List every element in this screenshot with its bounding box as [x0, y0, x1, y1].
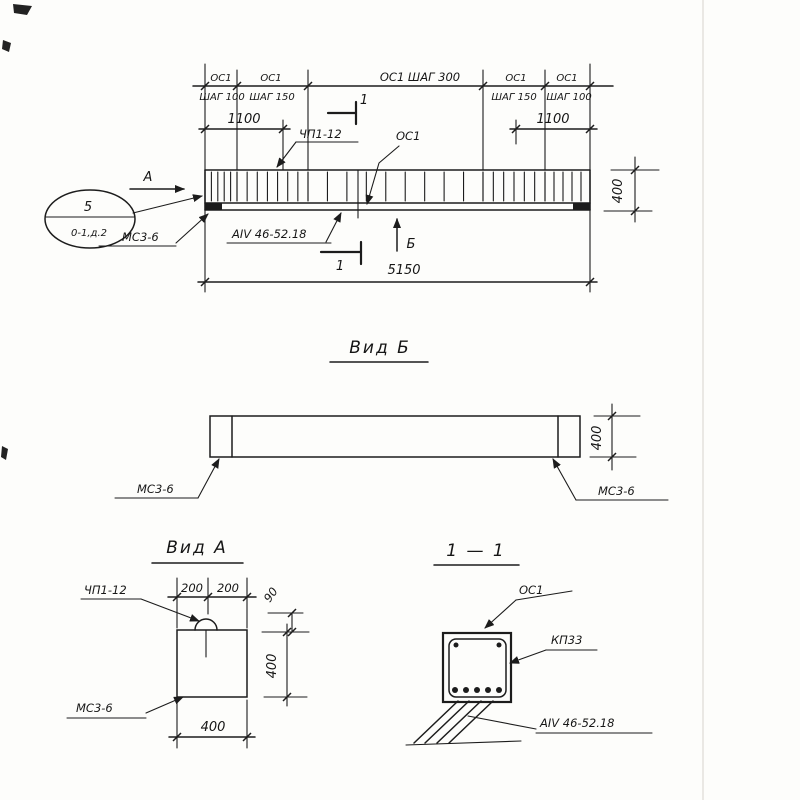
scan-artifact — [13, 4, 32, 15]
dim-1100-right-value: 1100 — [536, 112, 569, 127]
section-1-1: 1 — 1 ОС1 КП33 — [405, 541, 653, 746]
section-stirrup-callout: ОС1 — [484, 583, 573, 629]
rebar-dot — [453, 642, 459, 648]
beam-body — [204, 169, 591, 219]
zone4-mark-label: ОС1 — [505, 73, 526, 84]
plate-label: МС3-6 — [137, 482, 174, 496]
lifting-loop — [194, 618, 218, 631]
spacing-zone-labels: ОС1 ШАГ 100 ОС1 ШАГ 150 ОС1 ШАГ 300 ОС1 … — [199, 70, 591, 103]
stirrup-outline — [448, 638, 507, 698]
loop-label: ЧП1-12 — [299, 127, 342, 141]
stirrup-callout: ОС1 — [365, 129, 420, 205]
section-cut-number: 1 — [336, 259, 344, 274]
view-a-dimension-height: 400 — [263, 623, 310, 707]
dimension-1100-left: 1100 — [198, 112, 291, 134]
dimension-height: 400 — [603, 156, 660, 223]
dim-height-value: 400 — [590, 426, 605, 451]
view-b: Вид Б МС3-6 МС3-6 400 — [114, 338, 669, 501]
section-cut-mark-bottom: 1 — [319, 240, 363, 274]
view-a-loop-callout: ЧП1-12 — [80, 583, 200, 622]
frame-label: КП33 — [551, 633, 582, 647]
zone5-step-label: ШАГ 100 — [546, 92, 591, 103]
zone4-step-label: ШАГ 150 — [491, 92, 536, 103]
dim-total-value: 5150 — [387, 263, 420, 278]
rebar-dot — [452, 687, 458, 693]
stirrups — [204, 171, 591, 202]
dim-200-left: 200 — [181, 581, 203, 595]
beam-elevation: ОС1 ШАГ 100 ОС1 ШАГ 150 ОС1 ШАГ 300 ОС1 … — [44, 63, 660, 293]
view-a: Вид А 200 200 90 ЧП1-12 — [66, 538, 310, 749]
stirrup-label: ОС1 — [519, 583, 543, 597]
rebar-dot — [485, 687, 491, 693]
plate-label: МС3-6 — [76, 701, 113, 715]
rebar-callout: АIV 46-52.18 — [226, 212, 342, 244]
view-a-body — [176, 618, 248, 698]
view-a-dimension-halves: 200 200 — [167, 577, 257, 629]
section-title: 1 — 1 — [446, 541, 505, 561]
section-cut-mark-top: 1 — [326, 93, 368, 126]
rebar-dot — [496, 687, 502, 693]
rebar-label: АIV 46-52.18 — [231, 227, 307, 241]
zone1-step-label: ШАГ 100 — [199, 92, 244, 103]
zone5-mark-label: ОС1 — [556, 73, 577, 84]
dim-90-value: 90 — [261, 585, 281, 605]
view-a-arrow: А — [129, 170, 185, 193]
view-b-beam — [209, 415, 581, 458]
dim-1100-left-value: 1100 — [227, 112, 260, 127]
section-body — [405, 631, 522, 746]
view-a-dimension-loop: 90 — [261, 585, 304, 637]
view-b-plate-callout-right: МС3-6 — [552, 458, 669, 501]
dim-height-value: 400 — [265, 654, 280, 679]
view-b-arrow: Б — [393, 218, 416, 252]
plate-label: МС3-6 — [598, 484, 635, 498]
view-b-dimension-height: 400 — [589, 403, 641, 471]
scan-artifact — [2, 40, 11, 52]
view-b-title: Вид Б — [349, 338, 411, 358]
stirrup-label: ОС1 — [396, 129, 420, 143]
zone3-label: ОС1 ШАГ 300 — [380, 70, 460, 84]
section-frame-callout: КП33 — [509, 633, 598, 664]
prestress-strands — [405, 700, 522, 746]
loop-label: ЧП1-12 — [84, 583, 127, 597]
section-cut-number: 1 — [360, 93, 368, 108]
view-b-arrow-label: Б — [407, 237, 416, 252]
section-rebar-callout: АIV 46-52.18 — [467, 715, 653, 734]
dim-height-value: 400 — [611, 179, 626, 204]
dimension-1100-right: 1100 — [509, 112, 598, 134]
scan-artifacts — [1, 0, 704, 800]
zone2-mark-label: ОС1 — [260, 73, 281, 84]
view-a-title: Вид А — [166, 538, 228, 558]
plate-label: МС3-6 — [122, 230, 159, 244]
dim-200-right: 200 — [217, 581, 239, 595]
dimension-total: 5150 — [197, 263, 598, 287]
zone1-mark-label: ОС1 — [210, 73, 231, 84]
view-a-plate-callout: МС3-6 — [66, 696, 184, 719]
dim-width-value: 400 — [201, 720, 226, 735]
rebar-dot — [463, 687, 469, 693]
rebar-label: АIV 46-52.18 — [539, 716, 615, 730]
rebar-dot — [474, 687, 480, 693]
view-a-dimension-width: 400 — [168, 699, 256, 749]
balloon-sheet-ref: 0-1,д.2 — [71, 228, 107, 239]
embed-plate-left — [205, 203, 222, 210]
rebar-dot — [496, 642, 502, 648]
loop-callout: ЧП1-12 — [276, 127, 359, 168]
plate-callout: МС3-6 — [98, 213, 209, 247]
scan-artifact — [1, 446, 8, 460]
view-a-arrow-label: А — [143, 170, 153, 185]
balloon-detail-number: 5 — [84, 200, 92, 215]
view-b-plate-callout-left: МС3-6 — [114, 458, 220, 499]
embed-plate-right — [573, 203, 590, 210]
zone2-step-label: ШАГ 150 — [249, 92, 294, 103]
spacing-dimension-line — [192, 81, 614, 91]
detail-balloon: 5 0-1,д.2 — [44, 189, 203, 249]
